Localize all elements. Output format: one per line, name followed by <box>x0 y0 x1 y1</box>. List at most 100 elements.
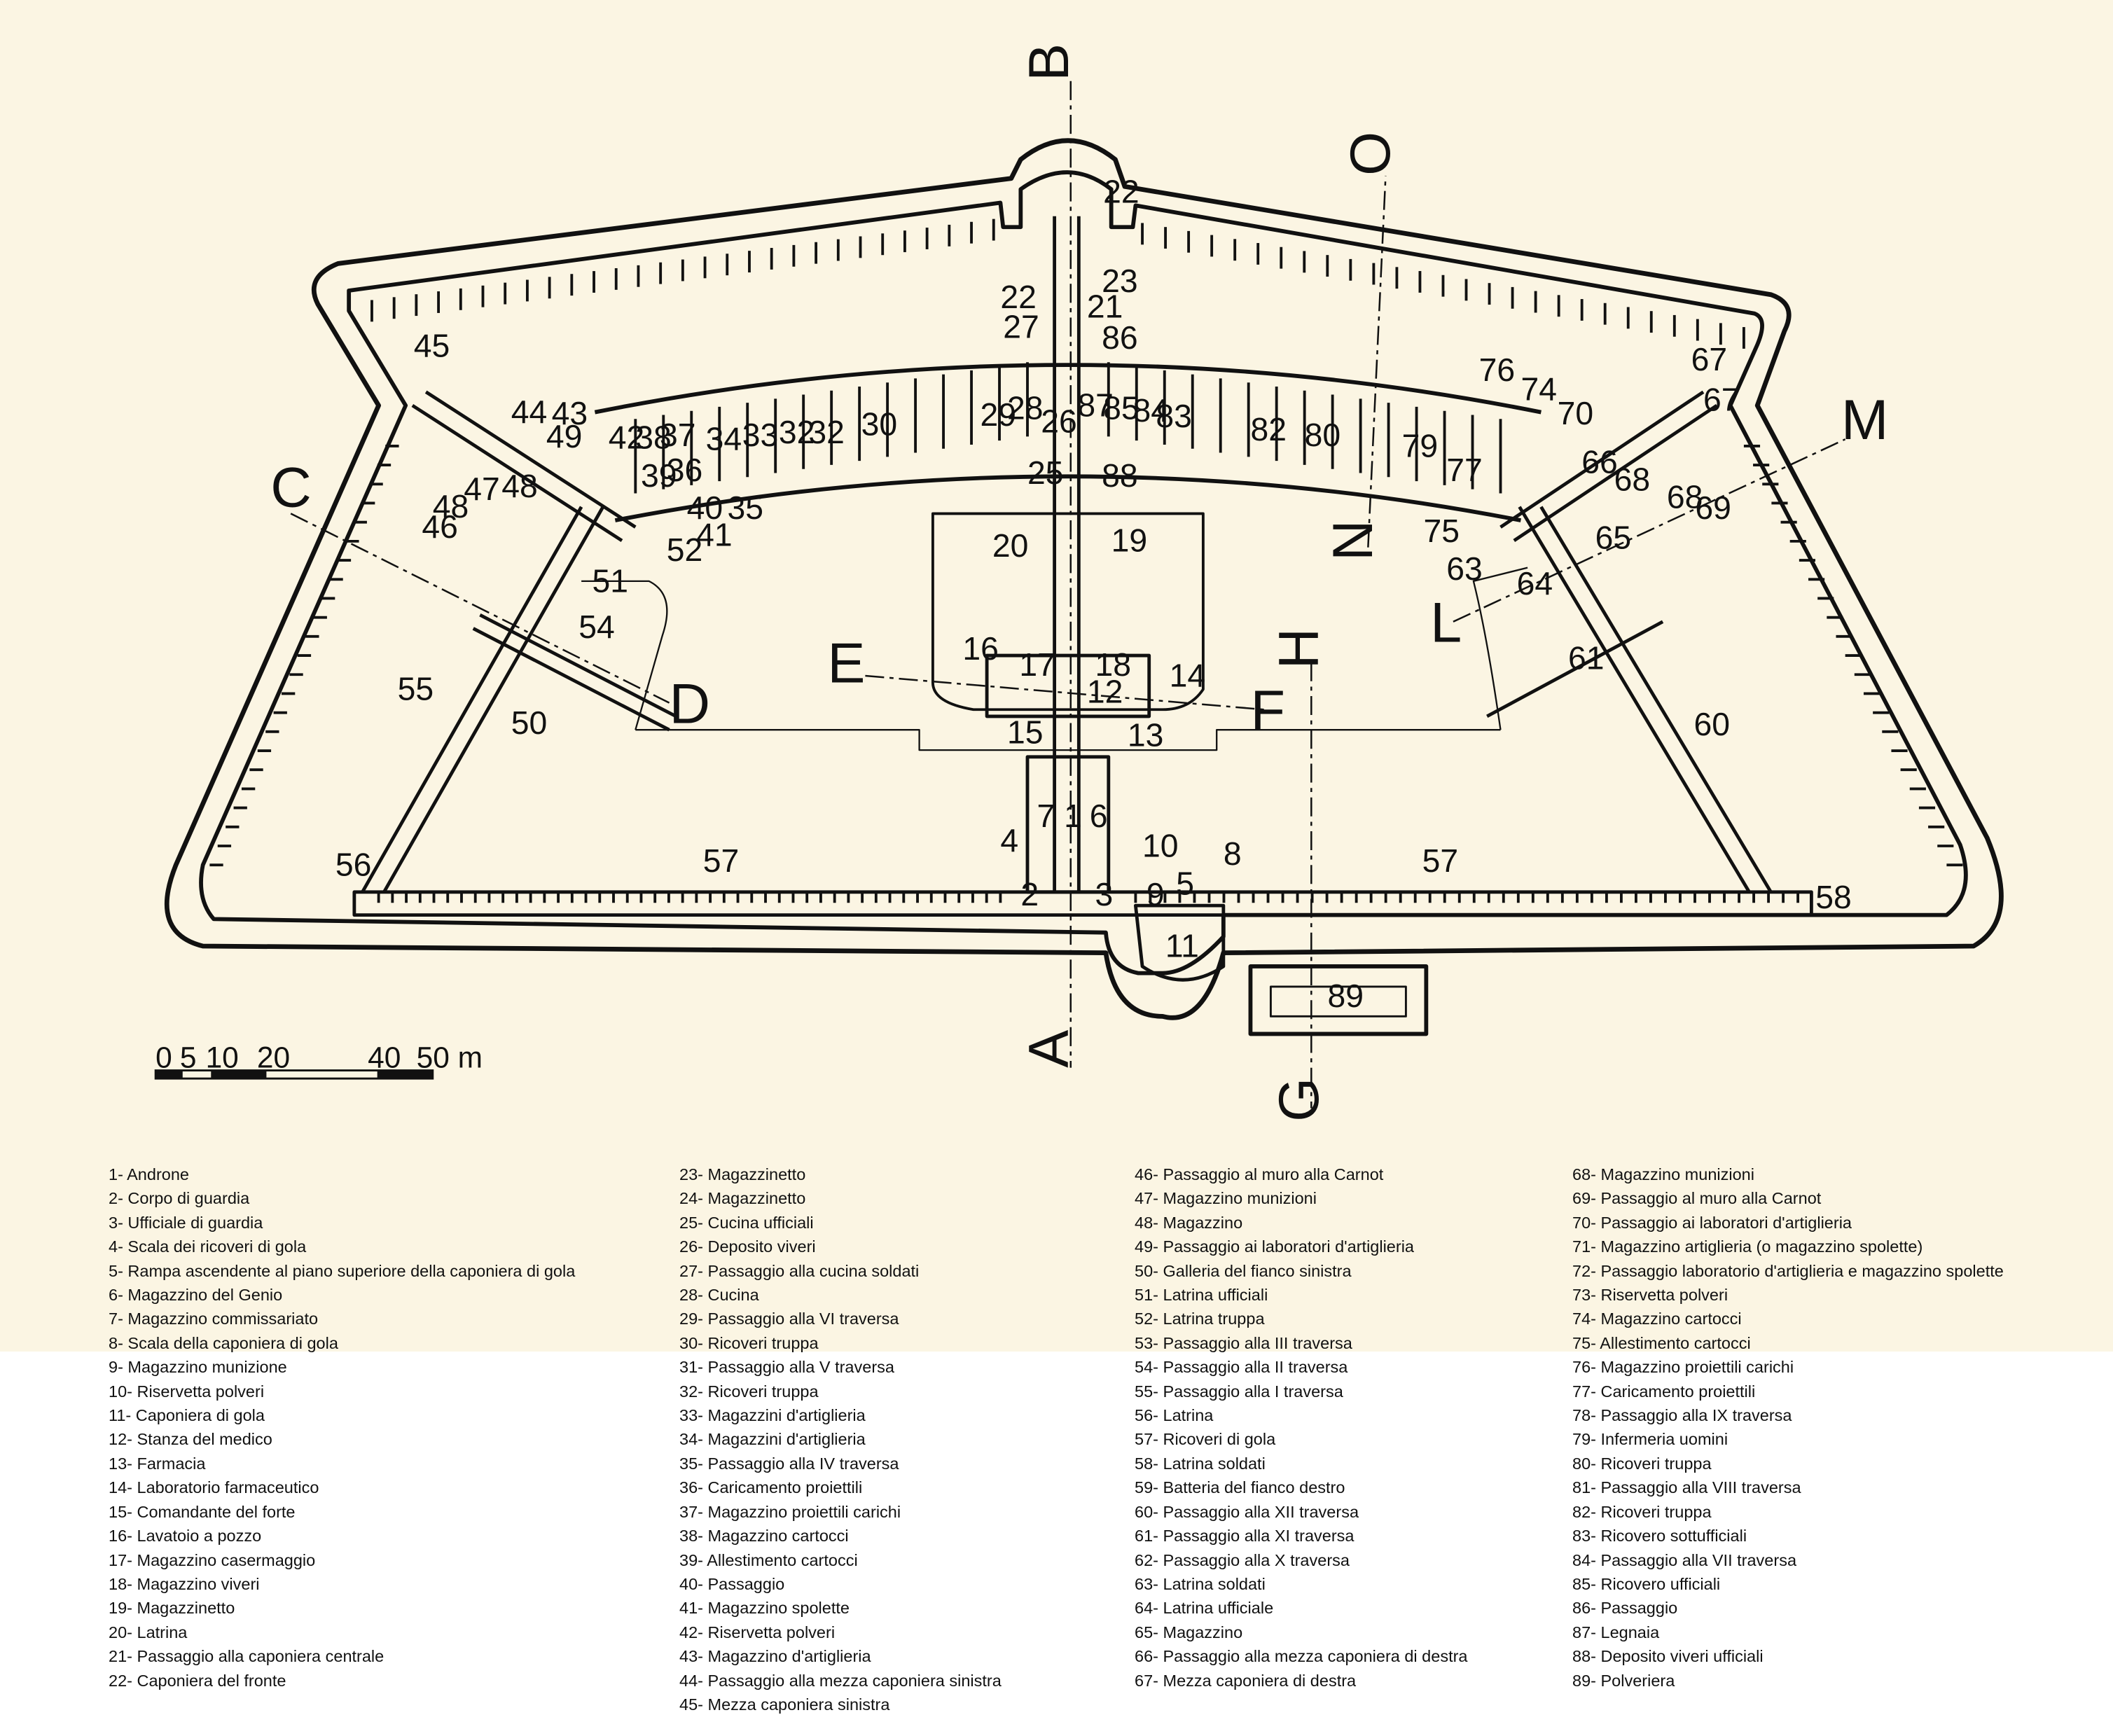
legend-entry: 81- Passaggio alla VIII traversa <box>1572 1478 1801 1497</box>
legend-entry: 59- Batteria del fianco destro <box>1135 1478 1345 1497</box>
legend-entry: 73- Riservetta polveri <box>1572 1286 1728 1305</box>
legend-entry: 29- Passaggio alla VI traversa <box>679 1310 899 1328</box>
legend-entry: 74- Magazzino cartocci <box>1572 1310 1742 1328</box>
legend-entry: 35- Passaggio alla IV traversa <box>679 1454 899 1473</box>
room-number-3: 3 <box>1095 876 1114 912</box>
room-number-22a: 22 <box>1103 174 1139 210</box>
courtyard-line <box>635 729 1501 751</box>
room-number-51: 51 <box>593 562 629 599</box>
room-number-45: 45 <box>414 328 450 364</box>
fort-plan: A B C D E F G H L M N O 1 2 3 4 5 6 7 8 … <box>0 0 2113 1352</box>
legend-entry: 61- Passaggio alla XI traversa <box>1135 1527 1355 1546</box>
section-marker-f: F <box>1250 679 1285 742</box>
legend-entry: 87- Legnaia <box>1572 1623 1660 1641</box>
room-number-77: 77 <box>1446 452 1483 488</box>
room-number-14: 14 <box>1170 657 1206 693</box>
room-number-39: 39 <box>641 457 677 494</box>
room-number-83: 83 <box>1156 398 1192 434</box>
room-number-68a: 68 <box>1614 461 1651 498</box>
room-number-49: 49 <box>546 418 583 454</box>
legend-entry: 7- Magazzino commissariato <box>109 1310 319 1328</box>
section-marker-d: D <box>670 673 711 736</box>
inner-rampart-outline <box>199 170 1968 975</box>
legend-entry: 17- Magazzino casermaggio <box>109 1550 316 1569</box>
room-number-61: 61 <box>1568 639 1605 676</box>
room-number-28: 28 <box>1007 389 1044 426</box>
legend-entry: 79- Infermeria uomini <box>1572 1430 1728 1449</box>
legend-entry: 53- Passaggio alla III traversa <box>1135 1333 1352 1352</box>
legend-entry: 44- Passaggio alla mezza caponiera sinis… <box>679 1671 1002 1690</box>
room-number-88: 88 <box>1102 457 1138 494</box>
right-flank-gallery <box>1518 506 1773 894</box>
legend-entry: 3- Ufficiale di guardia <box>109 1213 263 1232</box>
room-number-80: 80 <box>1305 417 1341 453</box>
legend-entry: 63- Latrina soldati <box>1135 1574 1266 1593</box>
legend-entry: 62- Passaggio alla X traversa <box>1135 1550 1350 1569</box>
room-number-58: 58 <box>1815 879 1852 915</box>
room-number-21: 21 <box>1087 289 1123 325</box>
section-line-c-d <box>290 513 670 704</box>
room-number-69: 69 <box>1695 489 1731 526</box>
room-number-16: 16 <box>962 630 999 667</box>
room-number-36: 36 <box>667 452 703 488</box>
legend-entry: 26- Deposito viveri <box>679 1237 816 1256</box>
room-numbers: 1 2 3 4 5 6 7 8 9 10 11 12 13 14 15 16 1… <box>335 174 1852 1014</box>
legend-entry: 14- Laboratorio farmaceutico <box>109 1478 319 1497</box>
legend-entry: 42- Riservetta polveri <box>679 1623 836 1641</box>
legend-entry: 48- Magazzino <box>1135 1213 1243 1232</box>
section-marker-n: N <box>1322 520 1385 561</box>
legend-entry: 23- Magazzinetto <box>679 1165 806 1183</box>
legend-entry: 71- Magazzino artiglieria (o magazzino s… <box>1572 1237 1923 1256</box>
scale-tick-20: 20 <box>257 1041 290 1074</box>
legend-entry: 24- Magazzinetto <box>679 1189 806 1208</box>
legend-entry: 45- Mezza caponiera sinistra <box>679 1695 890 1714</box>
legend-entry: 31- Passaggio alla V traversa <box>679 1358 894 1377</box>
central-corridor <box>1025 755 1111 894</box>
legend-entry: 25- Cucina ufficiali <box>679 1213 814 1232</box>
scale-bar-fill-2 <box>211 1070 267 1079</box>
legend-entry: 82- Ricoveri truppa <box>1572 1502 1712 1521</box>
room-number-65: 65 <box>1595 520 1632 556</box>
room-number-7: 7 <box>1037 798 1055 834</box>
room-number-84: 84 <box>1133 392 1170 429</box>
central-block-rooms <box>985 653 1151 718</box>
legend-entry: 46- Passaggio al muro alla Carnot <box>1135 1165 1384 1183</box>
outer-rampart-outline <box>164 138 2004 1020</box>
right-court-line <box>1472 567 1528 730</box>
passage-61 <box>1486 620 1664 718</box>
legend-entry: 19- Magazzinetto <box>109 1599 235 1618</box>
room-number-67a: 67 <box>1691 341 1728 377</box>
room-number-46: 46 <box>422 508 458 545</box>
room-number-5: 5 <box>1176 866 1194 902</box>
room-number-66: 66 <box>1581 444 1618 480</box>
room-number-48b: 48 <box>501 468 538 504</box>
legend-entry: 83- Ricovero sottufficiali <box>1572 1527 1747 1546</box>
legend-entry: 77- Caricamento proiettili <box>1572 1382 1756 1401</box>
room-number-74: 74 <box>1520 370 1557 407</box>
room-number-32a: 32 <box>779 414 815 450</box>
left-flank-gallery <box>361 506 605 893</box>
legend-entry: 49- Passaggio ai laboratori d'artiglieri… <box>1135 1237 1414 1256</box>
section-marker-m: M <box>1841 389 1889 452</box>
room-number-15: 15 <box>1007 714 1044 751</box>
scale-tick-50: 50 m <box>417 1041 483 1074</box>
legend-entry: 67- Mezza caponiera di destra <box>1135 1671 1357 1690</box>
legend-entry: 18- Magazzino viveri <box>109 1574 260 1593</box>
legend-entry: 54- Passaggio alla II traversa <box>1135 1358 1348 1377</box>
room-number-1: 1 <box>1064 798 1082 834</box>
room-number-89: 89 <box>1327 978 1364 1014</box>
room-number-75: 75 <box>1423 513 1460 549</box>
room-number-12: 12 <box>1087 674 1123 710</box>
legend-entry: 50- Galleria del fianco sinistra <box>1135 1261 1352 1280</box>
scale-bar: 0 5 10 20 40 50 m <box>154 1041 483 1080</box>
legend-entry: 85- Ricovero ufficiali <box>1572 1574 1721 1593</box>
room-number-67b: 67 <box>1703 382 1740 418</box>
legend-entry: 33- Magazzini d'artiglieria <box>679 1406 866 1425</box>
legend-entry: 32- Ricoveri truppa <box>679 1382 819 1401</box>
scale-tick-0: 0 <box>155 1041 172 1074</box>
legend-entry: 20- Latrina <box>109 1623 188 1641</box>
legend-entry: 10- Riservetta polveri <box>109 1382 265 1401</box>
legend-entry: 1- Androne <box>109 1165 189 1183</box>
central-court <box>931 512 1205 711</box>
